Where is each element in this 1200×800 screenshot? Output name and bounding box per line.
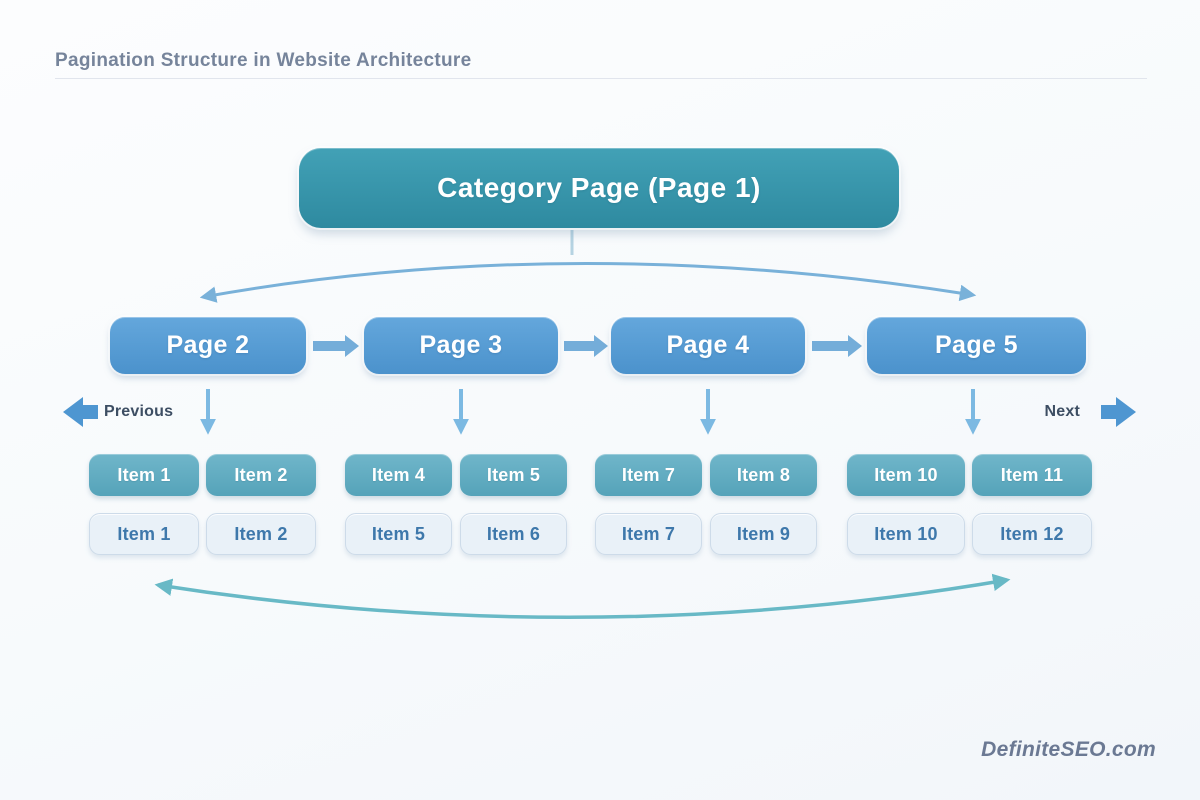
page-3-items: Item 4 Item 5 Item 5 Item 6 (345, 454, 567, 555)
page-2-node: Page 2 (110, 317, 306, 374)
page-5-items: Item 10 Item 11 Item 10 Item 12 (847, 454, 1092, 555)
item-node: Item 5 (460, 454, 567, 496)
item-node: Item 1 (89, 454, 199, 496)
page-4-node: Page 4 (611, 317, 805, 374)
item-node: Item 1 (89, 513, 199, 555)
item-node: Item 6 (460, 513, 567, 555)
category-page-label: Category Page (Page 1) (437, 172, 761, 203)
item-node: Item 7 (595, 454, 702, 496)
page-3-label: Page 3 (419, 331, 503, 359)
page-4-items: Item 7 Item 8 Item 7 Item 9 (595, 454, 817, 555)
page-2-label: Page 2 (166, 331, 250, 359)
header-divider (55, 78, 1147, 79)
arrow-right-icon (1101, 397, 1136, 427)
curved-double-arrow-up-icon (154, 573, 1011, 620)
category-page-node: Category Page (Page 1) (299, 148, 899, 228)
next-label: Next (1044, 403, 1080, 420)
brand-watermark: DefiniteSEO.com (981, 738, 1156, 761)
item-node: Item 9 (710, 513, 817, 555)
item-node: Item 10 (847, 513, 965, 555)
page-4-label: Page 4 (666, 331, 750, 359)
arrow-right-icon-p3-p4 (564, 335, 608, 357)
item-node: Item 4 (345, 454, 452, 496)
arrow-left-icon (63, 397, 98, 427)
item-node: Item 8 (710, 454, 817, 496)
page-5-label: Page 5 (934, 331, 1018, 359)
item-node: Item 5 (345, 513, 452, 555)
item-node: Item 11 (972, 454, 1092, 496)
item-node: Item 2 (206, 513, 316, 555)
item-node: Item 10 (847, 454, 965, 496)
page-3-node: Page 3 (364, 317, 558, 374)
item-node: Item 7 (595, 513, 702, 555)
page-5-node: Page 5 (867, 317, 1086, 374)
arrow-right-icon-p2-p3 (313, 335, 359, 357)
item-node: Item 12 (972, 513, 1092, 555)
item-node: Item 2 (206, 454, 316, 496)
curved-double-arrow-down-icon (199, 262, 977, 303)
previous-label: Previous (104, 403, 174, 420)
page-2-items: Item 1 Item 2 Item 1 Item 2 (89, 454, 316, 555)
arrow-right-icon-p4-p5 (812, 335, 862, 357)
page-title: Pagination Structure in Website Architec… (55, 50, 472, 71)
